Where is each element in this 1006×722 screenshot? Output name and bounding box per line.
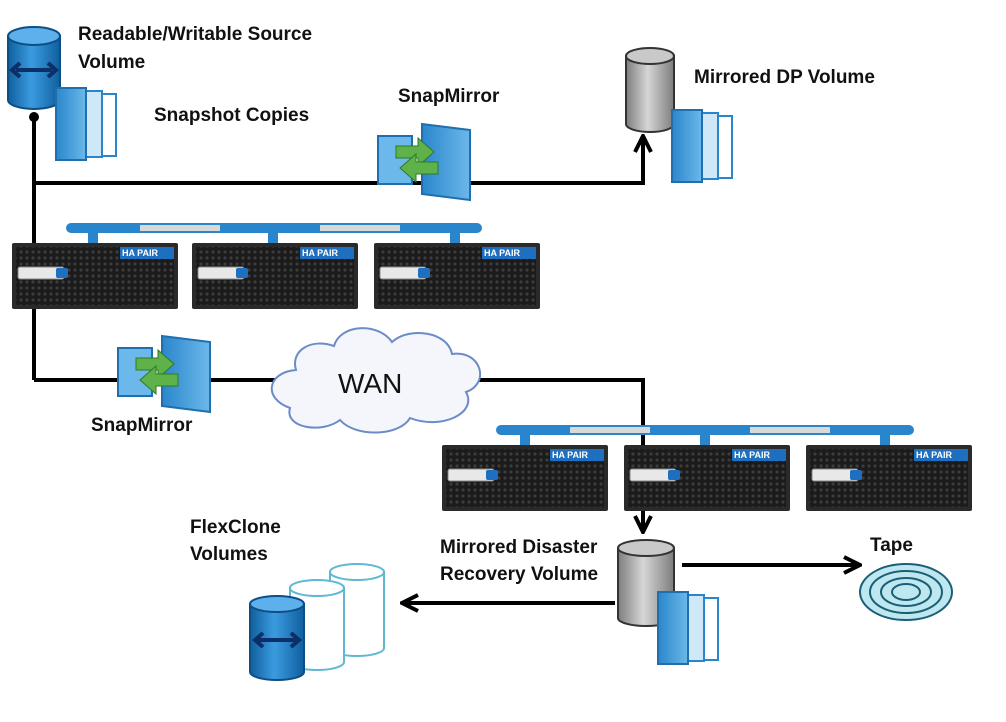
tape: Tape [859,535,953,621]
mirrored-dr-volume: Mirrored Disaster Recovery Volume [440,537,719,665]
ha-pair-badge: HA PAIR [484,248,521,258]
volume-icon [7,26,61,110]
snapmirror-bottom: SnapMirror [91,335,211,436]
ha-pair-badge: HA PAIR [734,450,771,460]
wan-label: WAN [338,368,402,399]
flexclone-label-line2: Volumes [190,544,268,565]
storage-controller-icon: HA PAIR [441,444,609,512]
storage-controller-icon: HA PAIR [191,242,359,310]
snapmirror-icon [117,335,211,413]
ha-pair-badge: HA PAIR [302,248,339,258]
storage-controller-icon: HA PAIR [11,242,179,310]
snapmirror-top: SnapMirror [377,86,500,201]
flexclone-volumes: FlexClone Volumes [190,517,385,681]
dr-volume-label-line1: Mirrored Disaster [440,537,598,558]
snapshot-copies-icon [657,591,719,665]
snapmirror-icon [377,123,471,201]
tape-label: Tape [870,535,913,556]
mirrored-dp-volume-label: Mirrored DP Volume [694,67,875,88]
ha-pair-badge: HA PAIR [122,248,159,258]
snapshot-copies-label: Snapshot Copies [154,105,309,126]
tape-icon [859,563,953,621]
primary-cluster: HA PAIR HA PAIR HA PAIR [11,223,541,310]
snapmirror-to-dp-arrow [34,138,643,185]
storage-controller-icon: HA PAIR [373,242,541,310]
source-volume-label-line2: Volume [78,52,145,73]
snapshot-copies-icon [671,109,733,183]
ha-pair-badge: HA PAIR [916,450,953,460]
mirrored-dp-volume: Mirrored DP Volume [625,47,875,183]
dr-volume-label-line2: Recovery Volume [440,564,598,585]
snapmirror-bottom-label: SnapMirror [91,415,193,436]
source-volume-label-line1: Readable/Writable Source [78,24,312,45]
volume-icon [625,47,675,133]
flexclone-label-line1: FlexClone [190,517,281,538]
storage-controller-icon: HA PAIR [805,444,973,512]
wan-cloud-icon: WAN [270,327,482,434]
source-junction-dot [29,112,39,122]
dr-cluster: HA PAIR HA PAIR HA PAIR [441,425,973,512]
snapmirror-top-label: SnapMirror [398,86,500,107]
source-volume: Readable/Writable Source Volume [7,24,312,110]
snapshot-copies: Snapshot Copies [55,87,309,161]
storage-controller-icon: HA PAIR [623,444,791,512]
snapshot-copies-icon [55,87,117,161]
ha-pair-badge: HA PAIR [552,450,589,460]
volume-icon [249,595,305,681]
